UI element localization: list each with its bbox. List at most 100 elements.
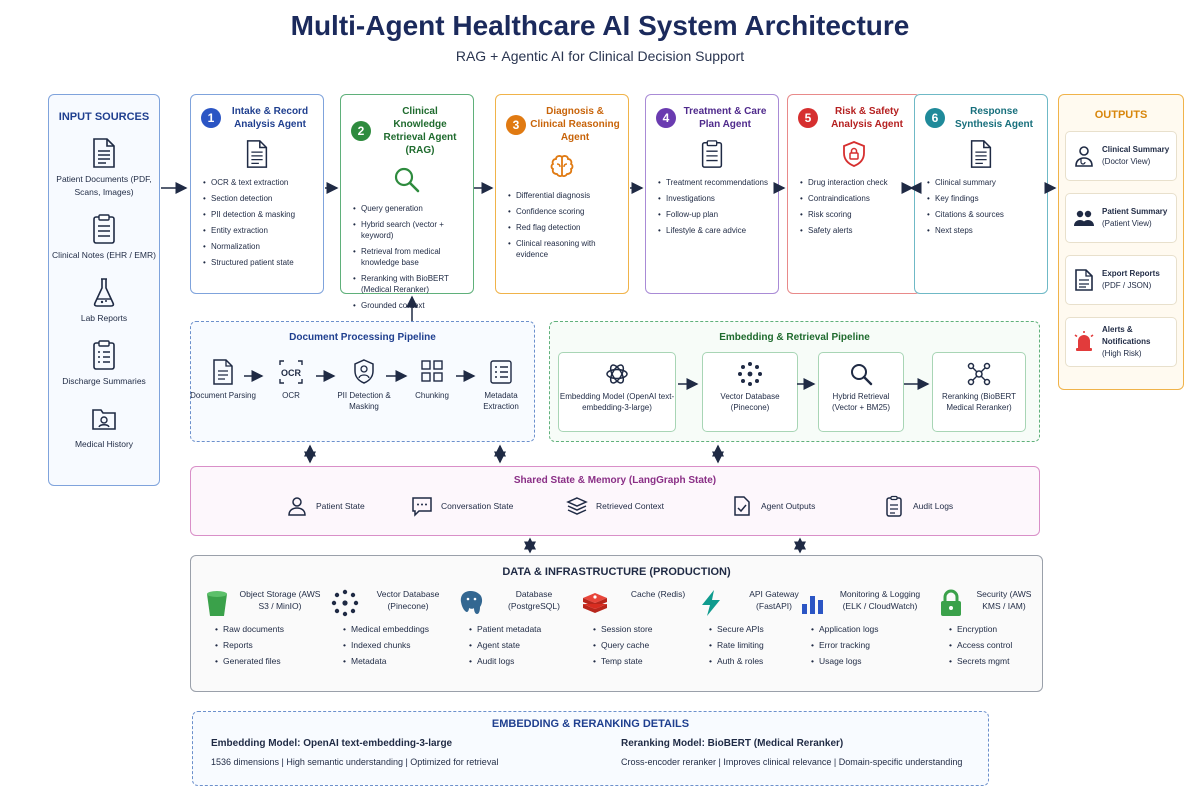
folder-icon [92, 409, 116, 430]
lock-icon [941, 589, 961, 616]
agent-task: Differential diagnosis [508, 190, 628, 201]
agent-task: Entity extraction [203, 225, 323, 236]
emb-step-hybrid-retrieval: Hybrid Retrieval (Vector + BM25) [818, 352, 904, 432]
flask-icon [93, 278, 115, 307]
agent-name: Risk & Safety Analysis Agent [831, 106, 903, 130]
input-item-patient-documents: Patient Documents (PDF, Scans, Images) [49, 137, 159, 199]
emb-step-label: Reranking (BioBERT Medical Reranker) [941, 392, 1017, 412]
output-title: Clinical Summary [1102, 145, 1170, 154]
svg-text:OCR: OCR [281, 368, 302, 378]
shared-state-title: Shared State & Memory (LangGraph State) [513, 475, 717, 486]
doc-check-icon [734, 496, 750, 516]
pipeline-step-label: Document Parsing [190, 391, 256, 400]
infra-item: Reports [215, 640, 323, 651]
pipeline-step-label: OCR [282, 391, 300, 400]
output-export-reports: Export Reports(PDF / JSON) [1065, 255, 1177, 305]
document-icon [970, 140, 992, 168]
agent-task: Clinical summary [927, 177, 1047, 188]
agent-task: Retrieval from medical knowledge base [353, 246, 473, 268]
infra-item: Application logs [811, 624, 927, 635]
clipboard-icon [93, 214, 115, 244]
clipboard-icon [701, 140, 723, 168]
agent-name: Intake & Record Analysis Agent [231, 106, 309, 130]
network-icon [967, 362, 991, 386]
outputs-title: OUTPUTS [1094, 109, 1148, 121]
agent-name: Treatment & Care Plan Agent [683, 106, 767, 130]
agent-task: Clinical reasoning with evidence [508, 238, 628, 260]
infra-item: Encryption [949, 624, 1037, 635]
document-processing-pipeline: Document Processing Pipeline Document Pa… [190, 321, 535, 442]
embedding-reranking-details: EMBEDDING & RERANKING DETAILS Embedding … [192, 711, 989, 786]
agent-task: Hybrid search (vector + keyword) [353, 219, 473, 241]
infra-item: Rate limiting [709, 640, 817, 651]
input-item-medical-history: Medical History [49, 402, 159, 451]
input-item-lab-reports: Lab Reports [49, 276, 159, 325]
agent-diagnosis: 3 Diagnosis & Clinical Reasoning Agent D… [495, 94, 629, 294]
infra-item: Session store [593, 624, 701, 635]
agent-task: Drug interaction check [800, 177, 920, 188]
infra-item: Raw documents [215, 624, 323, 635]
pipeline-step-label: PII Detection & Masking [337, 391, 391, 411]
output-patient-summary: Patient Summary(Patient View) [1065, 193, 1177, 243]
agent-task: Key findings [927, 193, 1047, 204]
details-embedding-desc: 1536 dimensions | High semantic understa… [211, 757, 499, 767]
agent-number: 1 [201, 108, 221, 128]
output-sub: (Doctor View) [1102, 157, 1151, 166]
infra-title: DATA & INFRASTRUCTURE (PRODUCTION) [502, 566, 731, 578]
infra-title-label: Object Storage (AWS S3 / MinIO) [239, 589, 321, 611]
pipeline-step-label: Metadata Extraction [483, 391, 519, 411]
infra-item: Audit logs [469, 656, 577, 667]
shared-item-patient-state: Patient State [286, 495, 365, 517]
infra-item: Usage logs [811, 656, 927, 667]
doctor-icon [1075, 146, 1093, 167]
grid-icon [421, 360, 443, 382]
shared-item-label: Patient State [316, 501, 365, 511]
details-rerank-desc: Cross-encoder reranker | Improves clinic… [621, 757, 963, 767]
infra-item: Patient metadata [469, 624, 577, 635]
infra-item: Agent state [469, 640, 577, 651]
agent-task: PII detection & masking [203, 209, 323, 220]
pipeline-step-chunking: Chunking [397, 358, 467, 401]
agent-task: Risk scoring [800, 209, 920, 220]
agent-task: Normalization [203, 241, 323, 252]
agent-number: 2 [351, 121, 371, 141]
output-clinical-summary: Clinical Summary (Doctor View) [1065, 131, 1177, 181]
input-item-label: Discharge Summaries [62, 376, 146, 386]
layers-icon [566, 497, 588, 515]
alarm-icon [1074, 331, 1094, 351]
agent-task: Next steps [927, 225, 1047, 236]
infra-title-label: API Gateway (FastAPI) [749, 589, 799, 611]
emb-step-label: Vector Database (Pinecone) [720, 392, 780, 412]
input-item-discharge-summaries: Discharge Summaries [49, 339, 159, 388]
infra-title-label: Database (PostgreSQL) [508, 589, 560, 611]
infra-api-gateway: API Gateway (FastAPI) Secure APIsRate li… [697, 588, 817, 672]
infra-monitoring: Monitoring & Logging (ELK / CloudWatch) … [799, 588, 927, 672]
agent-task: OCR & text extraction [203, 177, 323, 188]
list-icon [490, 360, 512, 384]
bucket-icon [207, 591, 227, 616]
agent-task: Section detection [203, 193, 323, 204]
infra-item: Error tracking [811, 640, 927, 651]
infra-item: Temp state [593, 656, 701, 667]
agent-name: Diagnosis & Clinical Reasoning Agent [530, 106, 620, 143]
infrastructure-panel: DATA & INFRASTRUCTURE (PRODUCTION) Objec… [190, 555, 1043, 692]
shared-item-audit-logs: Audit Logs [883, 495, 953, 517]
agent-response-synthesis: 6 Response Synthesis Agent Clinical summ… [914, 94, 1048, 294]
agent-retrieval: 2 Clinical Knowledge Retrieval Agent (RA… [340, 94, 474, 311]
infra-title-label: Vector Database (Pinecone) [376, 589, 440, 611]
infra-item: Indexed chunks [343, 640, 451, 651]
infra-item: Access control [949, 640, 1037, 651]
infra-item: Secure APIs [709, 624, 817, 635]
output-sub: (Patient View) [1102, 219, 1152, 228]
details-title: EMBEDDING & RERANKING DETAILS [491, 718, 690, 730]
agent-number: 4 [656, 108, 676, 128]
user-shield-icon [354, 359, 374, 384]
pipeline-step-label: Chunking [415, 391, 449, 400]
agent-treatment: 4 Treatment & Care Plan Agent Treatment … [645, 94, 779, 294]
infra-cache: Cache (Redis) Session storeQuery cacheTe… [581, 588, 701, 672]
shared-item-agent-outputs: Agent Outputs [731, 495, 815, 517]
agent-task: Follow-up plan [658, 209, 778, 220]
pipeline-step-parsing: Document Parsing [188, 358, 258, 401]
vector-db-icon [331, 589, 359, 617]
agent-task: Grounded context [353, 300, 473, 311]
